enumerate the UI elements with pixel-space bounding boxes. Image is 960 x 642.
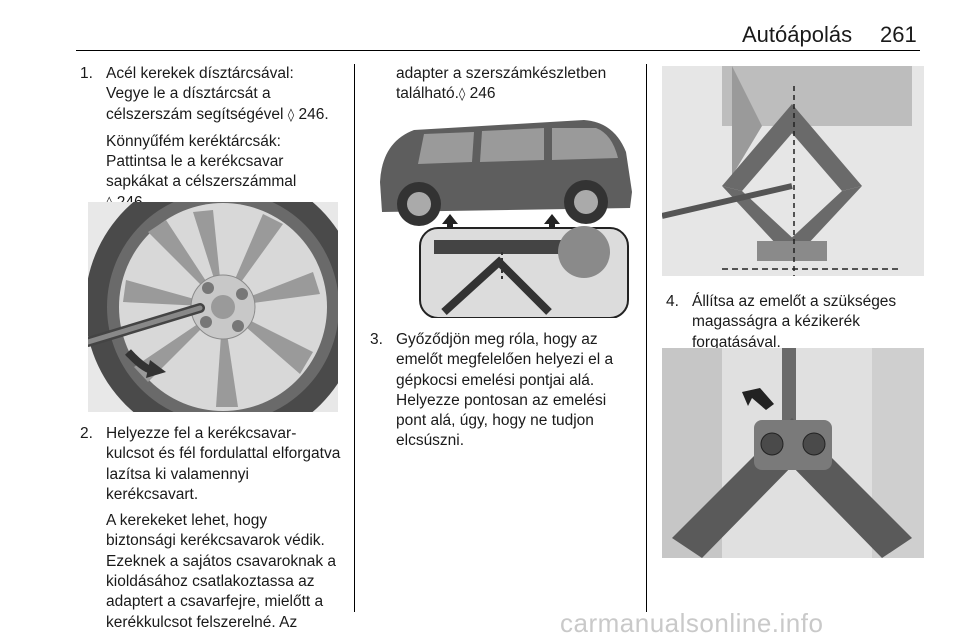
page-number: 261 <box>880 22 917 47</box>
page-header: Autóápolás 261 <box>0 0 960 52</box>
text-line: elcsúszni. <box>396 432 465 450</box>
text-line: pont alá, úgy, hogy ne tudjon <box>396 412 594 430</box>
step-4: 4. Állítsa az emelőt a szükséges magassá… <box>666 292 936 353</box>
text-line: sapkákat a célszerszámmal <box>106 173 297 191</box>
step-number: 1. <box>80 65 93 82</box>
step-number: 3. <box>370 331 383 348</box>
section-title: Autóápolás <box>742 22 853 47</box>
watermark: carmanualsonline.info <box>560 608 824 638</box>
page-ref[interactable]: 246 <box>469 85 496 103</box>
text-line: kerékcsavart. <box>106 485 199 503</box>
text-line: adapter a szerszámkészletben <box>396 65 607 82</box>
text-line: adaptert a csavarfejre, mielőtt a <box>106 593 324 611</box>
text-line: található.◊ 246 <box>396 85 496 103</box>
step-number: 2. <box>80 425 93 442</box>
text-line: Könnyűfém keréktárcsák: <box>106 132 281 150</box>
step-2: 2. Helyezze fel a kerékcsavar- kulcsot é… <box>80 424 352 633</box>
jack-handle-illustration <box>662 348 924 558</box>
page-ref-icon: ◊ <box>458 87 466 103</box>
page-ref-icon: ◊ <box>287 107 295 123</box>
text-line: magasságra a kézikerék <box>692 313 860 331</box>
scissor-jack-illustration <box>662 66 924 276</box>
text-line: kioldásához csatlakoztassa az <box>106 573 315 591</box>
text-line: lazítsa ki valamennyi <box>106 465 250 483</box>
wheel-illustration <box>88 202 338 412</box>
text-line: Helyezze fel a kerékcsavar- <box>106 425 297 442</box>
text-line: Helyezze pontosan az emelési <box>396 391 607 409</box>
text-line: forgatásával. <box>692 333 781 351</box>
van-jacking-points-illustration <box>374 112 636 318</box>
text-line: emelőt megfelelően helyezi el a <box>396 351 614 369</box>
text-line: kulcsot és fél fordulattal elforgatva <box>106 445 341 463</box>
step-3: 3. Győződjön meg róla, hogy az emelőt me… <box>370 330 646 452</box>
text-line: Állítsa az emelőt a szükséges <box>692 293 897 310</box>
column-divider-2 <box>646 64 647 612</box>
step-1: 1. Acél kerekek dísztárcsával: Vegye le … <box>80 64 352 214</box>
column-divider-1 <box>354 64 355 612</box>
text-line: gépkocsi emelési pontjai alá. <box>396 371 595 389</box>
text-line: Győződjön meg róla, hogy az <box>396 331 598 348</box>
text-line: célszerszám segítségével ◊ 246. <box>106 105 329 123</box>
text-line: biztonsági kerékcsavarok védik. <box>106 532 325 550</box>
step-2-continued: adapter a szerszámkészletben található.◊… <box>370 64 642 106</box>
text-line: A kerekeket lehet, hogy <box>106 512 268 530</box>
header-rule <box>76 50 920 51</box>
page-ref[interactable]: 246. <box>298 105 329 123</box>
step-number: 4. <box>666 293 679 310</box>
text-line: kerékkulcsot felszerelné. Az <box>106 613 298 631</box>
text-line: Ezeknek a sajátos csavaroknak a <box>106 552 337 570</box>
text-line: Acél kerekek dísztárcsával: <box>106 65 294 82</box>
text-line: Vegye le a dísztárcsát a <box>106 85 271 103</box>
text-line: Pattintsa le a kerékcsavar <box>106 153 284 171</box>
